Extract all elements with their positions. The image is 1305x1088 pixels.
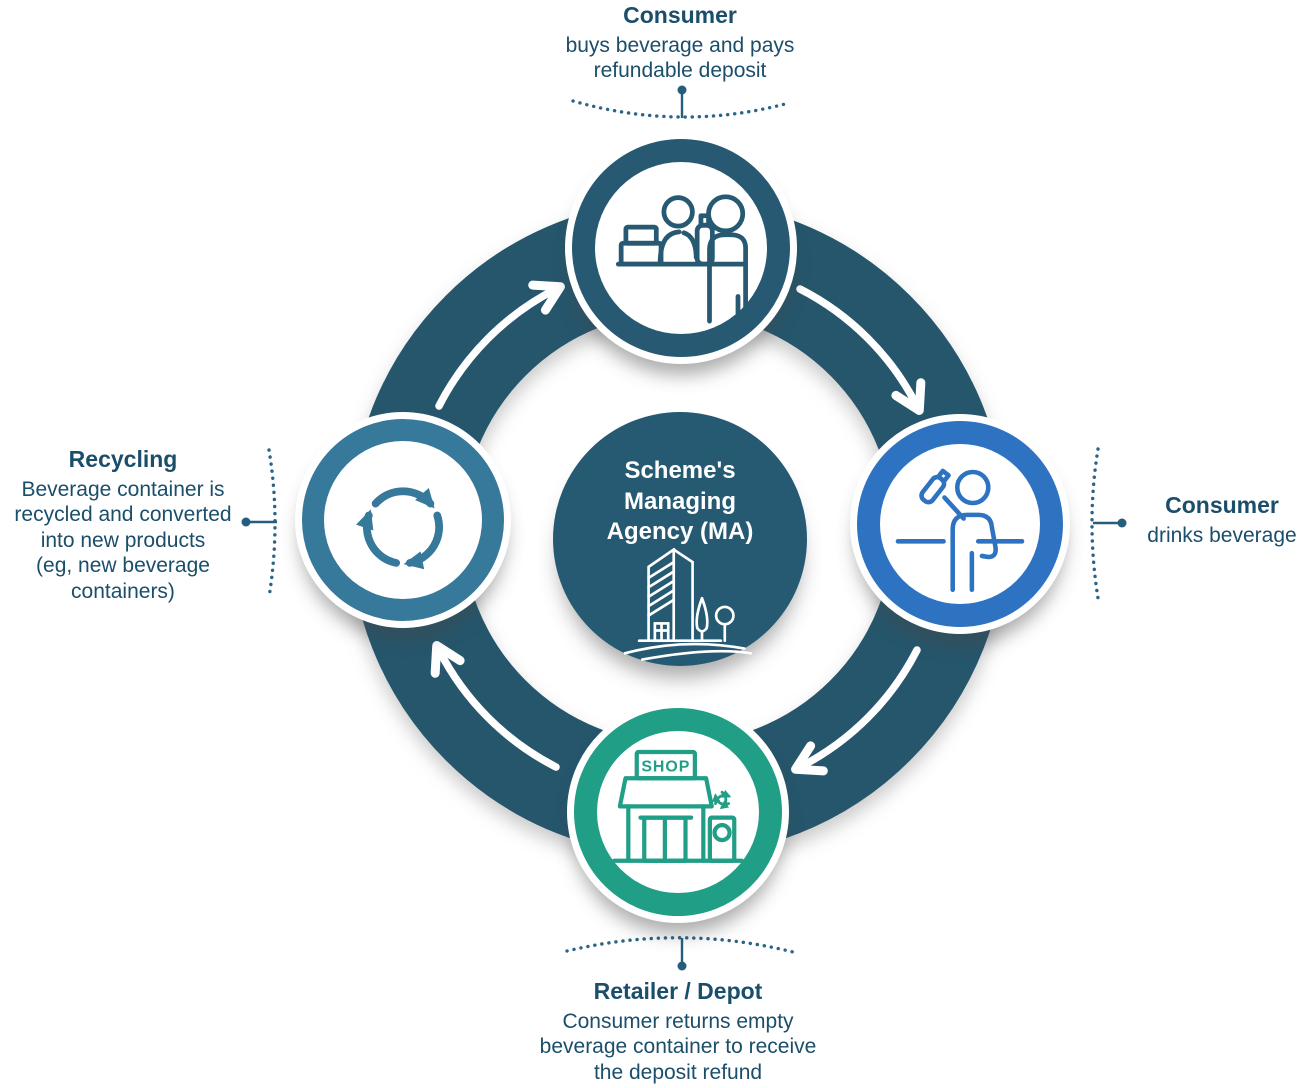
shop-sign-label: SHOP	[641, 759, 690, 776]
managing-agency-title: Scheme's Managing Agency (MA)	[606, 457, 754, 546]
label-consumer-drinks-desc: drinks beverage	[1147, 523, 1297, 547]
label-recycling-title: Recycling	[68, 446, 178, 472]
label-consumer-drinks-title: Consumer	[1165, 492, 1279, 518]
node-recycling-inner	[324, 441, 482, 599]
node-consumer-buys-inner	[595, 162, 767, 334]
checkout-counter-icon	[615, 194, 748, 324]
node-consumer-drinks	[850, 414, 1070, 634]
managing-agency-circle: Scheme's Managing Agency (MA)	[553, 412, 807, 666]
connector-dot-top	[677, 85, 687, 95]
node-consumer-drinks-inner	[880, 444, 1040, 604]
connector-dot-right	[1117, 518, 1127, 528]
label-consumer-drinks: Consumer drinks beverage	[1142, 492, 1302, 548]
shop-with-recycle-bin-icon: SHOP	[612, 749, 744, 863]
label-consumer-buys-title: Consumer	[623, 2, 737, 28]
office-building-icon	[623, 548, 753, 662]
label-consumer-buys-desc: buys beverage and pays refundable deposi…	[565, 33, 795, 83]
flow-arrow-left-to-top-icon	[435, 280, 565, 410]
node-recycling	[295, 412, 511, 628]
label-retailer-depot-desc: Consumer returns empty beverage containe…	[539, 1009, 817, 1084]
node-retailer-depot-inner: SHOP	[597, 731, 759, 893]
connector-dot-left	[241, 517, 251, 527]
label-recycling-desc: Beverage container is recycled and conve…	[14, 477, 232, 604]
person-drinking-icon	[895, 468, 1025, 592]
dotted-arc-bottom	[565, 936, 795, 954]
recycling-arrows-icon	[356, 487, 443, 570]
label-consumer-buys: Consumer buys beverage and pays refundab…	[430, 2, 930, 84]
label-recycling: Recycling Beverage container is recycled…	[2, 446, 244, 605]
flow-arrow-right-to-bottom-icon	[791, 646, 921, 776]
flow-arrow-bottom-to-left-icon	[430, 641, 560, 771]
node-retailer-depot: SHOP	[567, 701, 789, 923]
label-retailer-depot: Retailer / Depot Consumer returns empty …	[488, 978, 868, 1085]
label-retailer-depot-title: Retailer / Depot	[593, 978, 763, 1004]
connector-dot-bottom	[677, 961, 687, 971]
dotted-arc-left	[267, 448, 277, 599]
node-consumer-buys	[565, 132, 797, 364]
flow-arrow-top-to-right-icon	[796, 285, 926, 415]
dotted-arc-top	[571, 99, 791, 119]
